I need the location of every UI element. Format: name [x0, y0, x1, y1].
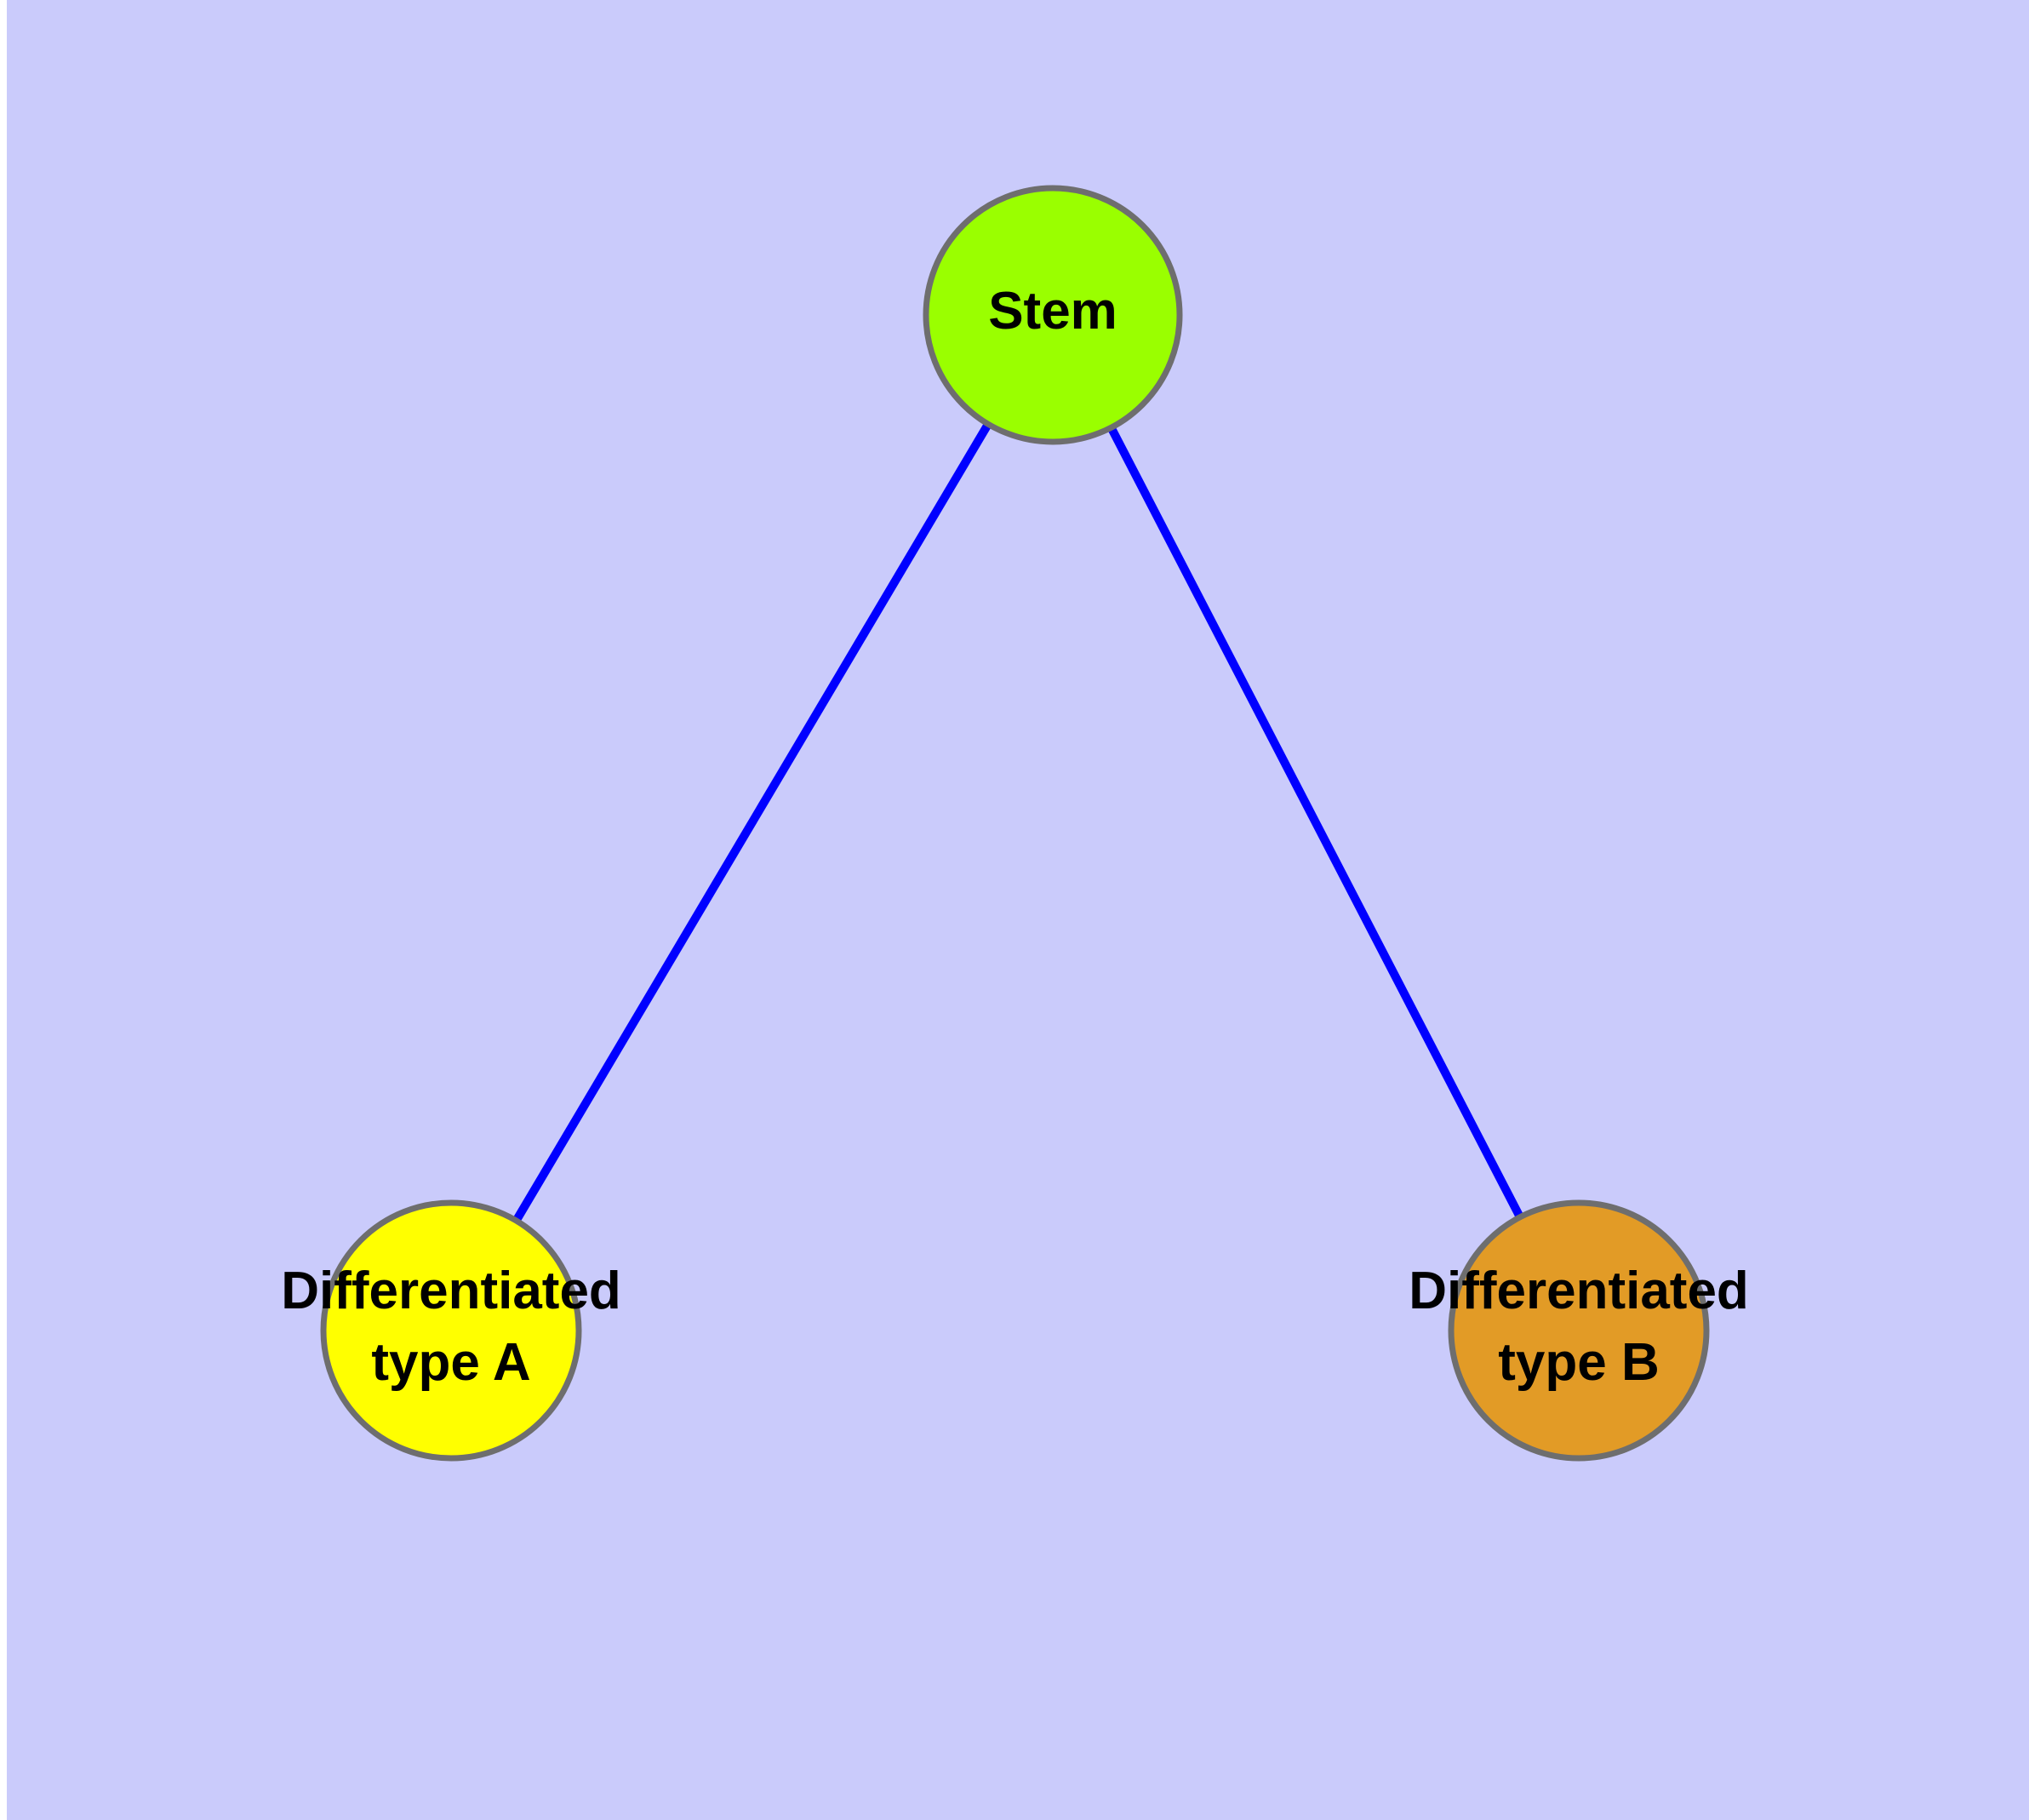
- node-label-line: Differentiated: [1409, 1262, 1749, 1320]
- node-stem[interactable]: [923, 185, 1183, 445]
- edge-layer: [447, 312, 1583, 1333]
- node-layer: [320, 185, 1710, 1462]
- node-label-diff_b: Differentiated type B: [1409, 1262, 1749, 1392]
- node-label-line: type A: [371, 1334, 530, 1393]
- node-diff_a[interactable]: [320, 1199, 582, 1462]
- node-label-line: Stem: [988, 282, 1117, 341]
- edge-stem-diff-a: [447, 312, 1057, 1333]
- node-label-line: Differentiated: [281, 1262, 621, 1320]
- node-diff_b[interactable]: [1448, 1199, 1710, 1462]
- edge-stem-diff-b: [1049, 312, 1583, 1333]
- node-label-line: type B: [1498, 1334, 1659, 1393]
- node-label-stem: Stem: [988, 282, 1117, 341]
- node-label-diff_a: Differentiated type A: [281, 1262, 621, 1392]
